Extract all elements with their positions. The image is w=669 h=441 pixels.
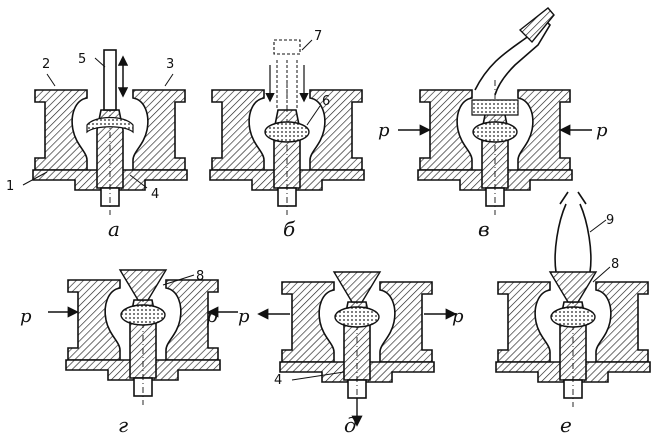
label-4-d: 4 <box>274 373 282 388</box>
panel-letter-a: а <box>108 217 120 241</box>
panel-letter-v: в <box>478 217 490 241</box>
label-7: 7 <box>314 29 322 44</box>
panel-g <box>48 269 238 406</box>
label-6: 6 <box>322 94 330 109</box>
label-9: 9 <box>606 213 614 228</box>
force-p-left-v: p <box>378 120 390 141</box>
force-p-left-d: p <box>238 306 250 327</box>
label-8-g: 8 <box>196 269 204 284</box>
label-8-e: 8 <box>611 257 619 272</box>
panel-e <box>495 191 651 408</box>
label-5: 5 <box>78 52 86 67</box>
force-p-left-g: p <box>20 306 32 327</box>
panel-v <box>398 7 592 216</box>
force-p-right-d: p <box>452 306 464 327</box>
label-1: 1 <box>6 179 14 194</box>
label-3: 3 <box>166 57 174 72</box>
label-2: 2 <box>42 57 50 72</box>
force-p-right-g: p <box>206 306 218 327</box>
label-4: 4 <box>151 187 159 202</box>
panel-a <box>22 49 188 216</box>
panel-b <box>209 39 365 216</box>
force-p-right-v: p <box>596 120 608 141</box>
panel-d <box>257 271 457 427</box>
panel-letter-g: г <box>118 413 128 437</box>
panel-letter-e: е <box>560 413 572 437</box>
panel-letter-b: б <box>283 217 296 241</box>
panel-letter-d: д <box>344 413 357 437</box>
